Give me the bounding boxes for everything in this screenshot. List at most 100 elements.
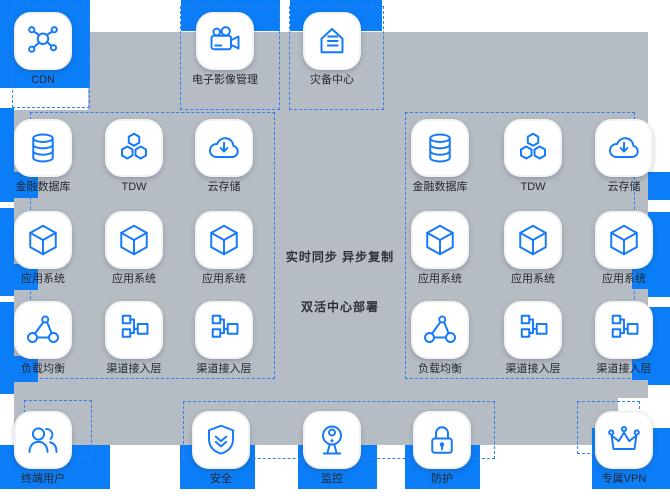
node-app-system-left-2: 应用系统 [89, 211, 179, 286]
flowchart-icon [606, 312, 642, 348]
node-card [195, 119, 253, 177]
node-card [192, 411, 250, 469]
cloud-download-icon [606, 130, 642, 166]
database-icon [25, 130, 61, 166]
node-card [595, 119, 653, 177]
lock-icon [424, 422, 460, 458]
flowchart-icon [116, 312, 152, 348]
node-monitoring: 监控 [287, 411, 377, 486]
node-label: 应用系统 [511, 273, 555, 285]
node-card [411, 211, 469, 269]
node-card [303, 12, 361, 70]
dashed-zone-cdn [12, 6, 90, 108]
node-card [411, 301, 469, 359]
node-channel-access-left-1: 渠道接入层 [89, 301, 179, 376]
node-channel-access-right-1: 渠道接入层 [488, 301, 578, 376]
node-card [595, 211, 653, 269]
node-cdn: CDN [0, 12, 88, 87]
node-financial-db-left: 金融数据库 [0, 119, 88, 194]
node-card [411, 119, 469, 177]
house-icon [314, 23, 350, 59]
cloud-download-icon [206, 130, 242, 166]
node-card [195, 301, 253, 359]
node-security: 安全 [176, 411, 266, 486]
node-tdw-left: TDW [89, 119, 179, 194]
node-card [14, 12, 72, 70]
blue-strip-right-1 [648, 172, 670, 200]
cube-icon [606, 222, 642, 258]
node-card [303, 411, 361, 469]
crown-icon [606, 422, 642, 458]
node-app-system-right-3: 应用系统 [579, 211, 669, 286]
flowchart-icon [206, 312, 242, 348]
blue-strip-left-1 [0, 108, 14, 202]
node-label: 监控 [321, 473, 343, 485]
cube-icon [422, 222, 458, 258]
node-card [595, 411, 653, 469]
video-camera-icon [207, 23, 243, 59]
node-label: 渠道接入层 [106, 363, 162, 375]
node-card [504, 301, 562, 359]
node-card [105, 211, 163, 269]
node-label: 渠道接入层 [596, 363, 652, 375]
node-label: 应用系统 [418, 273, 462, 285]
node-card [14, 119, 72, 177]
node-cloud-storage-right: 云存储 [579, 119, 669, 194]
node-card [595, 301, 653, 359]
node-tdw-right: TDW [488, 119, 578, 194]
load-balancer-icon [422, 312, 458, 348]
blue-notch-right-1 [632, 265, 670, 289]
blue-notch-left-3 [14, 356, 38, 382]
node-card [413, 411, 471, 469]
node-label: 电子影像管理 [192, 74, 258, 86]
node-label: 终端用户 [21, 473, 65, 485]
node-label: 云存储 [207, 181, 241, 193]
node-app-system-left-1: 应用系统 [0, 211, 88, 286]
node-label: 安全 [210, 473, 232, 485]
node-card [504, 211, 562, 269]
cube-icon [206, 222, 242, 258]
node-app-system-right-2: 应用系统 [488, 211, 578, 286]
database-icon [422, 130, 458, 166]
node-load-balancer-left: 负载均衡 [0, 301, 88, 376]
node-label: 负载均衡 [21, 363, 65, 375]
webcam-icon [314, 422, 350, 458]
node-electronic-imaging: 电子影像管理 [180, 12, 270, 87]
node-label: 金融数据库 [15, 181, 71, 193]
annotation-sync: 实时同步 异步复制 [285, 250, 395, 264]
node-app-system-left-3: 应用系统 [179, 211, 269, 286]
cube-icon [25, 222, 61, 258]
blue-notch-right-2 [632, 356, 670, 380]
hexagons-icon [515, 130, 551, 166]
node-app-system-right-1: 应用系统 [395, 211, 485, 286]
blue-strip-left-3 [0, 302, 14, 394]
node-card [105, 119, 163, 177]
dashed-zone-eim [180, 6, 280, 110]
node-card [105, 301, 163, 359]
node-label: 应用系统 [602, 273, 646, 285]
hexagons-icon [116, 130, 152, 166]
node-card [14, 301, 72, 359]
flowchart-icon [515, 312, 551, 348]
annotation-deployment: 双活中心部署 [300, 300, 379, 314]
node-label: 应用系统 [112, 273, 156, 285]
node-dedicated-vpn: 专属VPN [579, 411, 669, 486]
node-end-users: 终端用户 [0, 411, 88, 486]
node-label: 防护 [431, 473, 453, 485]
node-card [504, 119, 562, 177]
users-icon [25, 422, 61, 458]
gray-panel-top [88, 32, 648, 110]
cdn-icon [25, 23, 61, 59]
node-label: 渠道接入层 [505, 363, 561, 375]
node-label: 专属VPN [601, 473, 647, 485]
node-label: TDW [520, 181, 546, 193]
shield-icon [203, 422, 239, 458]
node-channel-access-right-2: 渠道接入层 [579, 301, 669, 376]
node-label: 负载均衡 [418, 363, 462, 375]
cube-icon [116, 222, 152, 258]
node-card [196, 12, 254, 70]
node-disaster-recovery-center: 灾备中心 [287, 12, 377, 87]
node-label: 云存储 [607, 181, 641, 193]
node-financial-db-right: 金融数据库 [395, 119, 485, 194]
node-card [195, 211, 253, 269]
